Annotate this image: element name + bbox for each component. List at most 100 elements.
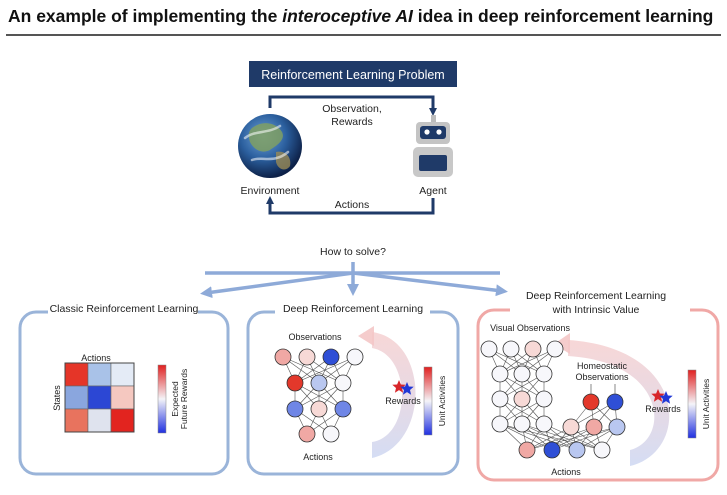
colorbar-label-expected: Expected [170,381,180,417]
classic-rl-title: Classic Reinforcement Learning [50,303,199,315]
network-unit [286,400,304,418]
earth-icon [238,114,302,178]
intrinsic-colorbar-label: Unit Activities [701,379,711,430]
heatmap-cell [87,408,112,433]
title-emphasis: interoceptive AI [282,6,413,26]
network-edge [499,373,545,400]
network-edge [526,426,618,451]
intrinsic-network [480,340,626,459]
heatmap-cell [110,408,135,433]
homeostatic-label-1: Homeostatic [577,361,628,371]
network-unit [513,390,531,408]
network-unit [543,441,561,459]
classic-title-bg [48,300,198,318]
observation-label-2: Rewards [331,116,372,128]
intrinsic-reward-loop-head [554,333,570,354]
homeostatic-label-2: Observations [575,372,629,382]
robot-agent-icon [413,115,453,177]
heatmap-cell [87,362,112,387]
heatmap-border [64,362,135,433]
deep-colorbar-label: Unit Activities [437,376,447,427]
observation-label-1: Observation, [322,103,382,115]
network-unit [518,441,536,459]
network-unit [274,348,292,366]
network-unit [535,365,553,383]
observation-arrow [268,95,437,116]
network-unit [491,365,509,383]
network-unit [491,415,509,433]
rl-problem-title-box [249,61,457,87]
network-edge [521,423,603,451]
deep-network [274,348,364,443]
network-unit [310,400,328,418]
heatmap-cell [87,385,112,410]
intrinsic-title-bg [510,286,690,318]
classic-states-label: States [52,385,62,411]
classic-colorbar [157,364,167,434]
network-unit [593,441,611,459]
network-unit [568,441,586,459]
deep-actions-label: Actions [303,452,333,462]
title-part-1: An example of implementing the [8,6,283,26]
intrinsic-reward-loop [568,340,670,466]
network-unit [298,348,316,366]
visual-observations-label: Visual Observations [490,323,570,333]
network-unit [322,348,340,366]
intrinsic-reward-star-icon [651,389,673,404]
environment-label: Environment [241,185,300,197]
network-unit [585,418,603,436]
network-unit [334,400,352,418]
deep-reward-loop-head [358,326,374,346]
network-unit [608,418,626,436]
network-edge [499,398,545,425]
network-unit [535,390,553,408]
title-part-2: idea in deep reinforcement learning [412,6,714,26]
network-unit [491,390,509,408]
network-unit [346,348,364,366]
network-unit [286,374,304,392]
branch-arrows [200,262,508,299]
title-rule [6,34,721,36]
intrinsic-colorbar [687,369,697,439]
network-edge [294,356,356,384]
rl-problem-title: Reinforcement Learning Problem [261,68,444,82]
deep-colorbar [423,366,433,436]
agent-label: Agent [419,185,447,197]
network-unit [513,415,531,433]
intrinsic-title-line-1: Deep Reinforcement Learning [526,290,666,302]
network-unit [322,425,340,443]
network-unit [480,340,498,358]
network-unit [334,374,352,392]
network-edge [499,348,556,375]
deep-reward-loop [372,332,416,458]
intrinsic-title-line-2: with Intrinsic Value [552,304,640,316]
network-unit [535,415,553,433]
network-edge [543,423,603,451]
heatmap-cell [64,385,89,410]
heatmap-cell [64,408,89,433]
network-edges [282,356,356,435]
network-edge [294,382,344,410]
rl-actions-label: Actions [335,199,369,211]
intrinsic-rewards-label: Rewards [645,404,681,414]
intrinsic-actions-label: Actions [551,467,581,477]
network-unit [606,393,624,411]
network-edge [570,401,616,428]
network-edge [526,426,595,451]
network-edge [551,426,618,451]
actions-arrow [266,196,435,215]
heatmap-cell [110,385,135,410]
q-table-heatmap [64,362,135,433]
deep-observations-label: Observations [288,332,342,342]
network-unit [524,340,542,358]
network-unit [513,365,531,383]
heatmap-cell [110,362,135,387]
deep-reward-star-icon [392,380,414,395]
classic-actions-label: Actions [81,353,111,363]
network-unit [562,418,580,436]
deep-title-bg [275,300,430,318]
network-edge [521,423,578,451]
deep-rl-title: Deep Reinforcement Learning [283,303,423,315]
network-unit [502,340,520,358]
